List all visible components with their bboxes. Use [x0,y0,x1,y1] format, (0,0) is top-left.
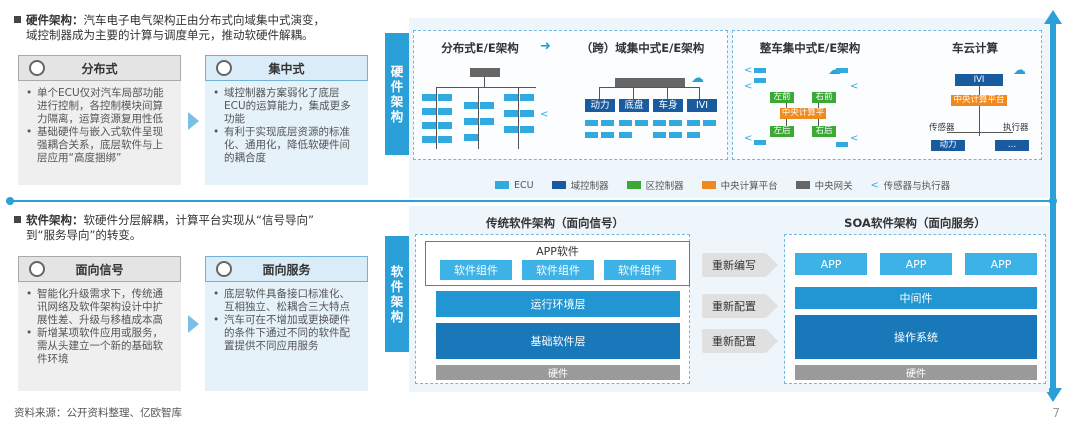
signal-bullet: 智能化升级需求下，传统通讯网络及软件架构设计中扩展性差、升级与移植成本高 [26,288,173,327]
vertical-arrow-shaft [1050,22,1056,392]
hardware-headline: 硬件架构：汽车电子电气架构正由分布式向域集中式演变， 域控制器成为主要的计算与调… [14,13,374,43]
distributed-ee-title: 分布式E/E架构 [441,41,519,55]
distributed-title: 分布式 [81,61,118,76]
soa-app: APP [795,253,867,275]
distributed-bullet: 基础硬件与嵌入式软件呈现强耦合关系，底层软件与上层应用“高度捆绑” [26,126,173,165]
reconfigure-label: 重新配置 [702,294,778,318]
distributed-ee-diagram: < [418,62,558,154]
other-block: … [995,140,1029,151]
domain-ee-diagram: ☁ 动力 底盘 车身 IVI [585,62,725,154]
signal-bullet: 新增某项软件应用或服务，需从头建立一个新的基础软件环境 [26,327,173,366]
domain-ee-title: （跨）域集中式E/E架构 [580,41,705,55]
cloud-icon: ☁ [1013,63,1026,78]
sensor-actuator-icon: < [540,109,549,120]
service-bullet: 汽车可在不增加或更换硬件的条件下通过不同的软件配置提供不同应用服务 [213,314,360,353]
legend: ECU 域控制器 区控制器 中央计算平台 中央网关 <传感器与执行器 [495,178,968,192]
actuator-label: 执行器 [1003,123,1029,133]
page-number: 7 [1052,406,1060,420]
rewrite-label: 重新编写 [702,253,778,277]
zone-controller: 左前 [770,92,794,103]
sensor-actuator-icon: < [850,81,859,92]
legend-zone-swatch [626,181,641,189]
sensor-label: 传感器 [929,123,955,133]
software-headline: 软件架构：软硬件分层解耦，计算平台实现从“信号导向” 到“服务导向”的转变。 [14,213,384,243]
software-component: 软件组件 [440,260,512,280]
hardware-side-label: 硬 件 架 构 [385,33,409,155]
vehicle-ee-diagram: ☁ < < < < < 左前 右前 中央计算平台 左后 右后 [740,60,865,155]
traditional-title: 传统软件架构（面向信号） [486,216,624,230]
domain-controller: 底盘 [619,99,649,112]
service-card: 面向服务 底层软件具备接口标准化、互相独立、松耦合三大特点 汽车可在不增加或更换… [205,256,368,391]
circle-icon [29,60,45,76]
central-platform: 中央计算平台 [780,108,826,129]
arrow-right-icon [188,315,199,333]
gateway-block [615,78,685,87]
ivi-block: IVI [955,74,1003,86]
legend-cpu-swatch [701,181,716,189]
sensor-actuator-icon: < [744,65,753,76]
traditional-hardware-layer: 硬件 [436,365,680,380]
circle-icon [216,60,232,76]
cloud-ee-title: 车云计算 [952,41,998,55]
software-component: 软件组件 [604,260,676,280]
power-block: 动力 [931,140,965,151]
soa-app: APP [965,253,1037,275]
service-title: 面向服务 [262,262,311,277]
cloud-central-platform: 中央计算平台 [951,95,1007,106]
cloud-icon: ☁ [691,71,704,86]
domain-controller: 动力 [585,99,615,112]
gateway-block [470,68,500,77]
service-bullet: 底层软件具备接口标准化、互相独立、松耦合三大特点 [213,288,360,314]
sensor-actuator-icon: < [744,133,753,144]
basic-software-layer: 基础软件层 [436,323,680,359]
middleware-layer: 中间件 [795,287,1037,309]
soa-hardware-layer: 硬件 [795,365,1037,380]
sensor-actuator-icon: < [850,133,859,144]
cloud-icon: ☁ [828,63,841,78]
legend-ecu-swatch [495,181,509,189]
arrow-right-icon: ➜ [540,39,551,54]
centralized-title: 集中式 [268,61,305,76]
distributed-card: 分布式 单个ECU仅对汽车局部功能进行控制，各控制模块间算力隔离，运算资源复用性… [18,55,181,185]
domain-controller: 车身 [653,99,683,112]
signal-title: 面向信号 [75,262,124,277]
sensor-actuator-icon: < [870,179,879,191]
sensor-actuator-icon: < [744,81,753,92]
app-software-title: APP软件 [536,245,579,258]
distributed-bullet: 单个ECU仅对汽车局部功能进行控制，各控制模块间算力隔离，运算资源复用性低 [26,87,173,126]
arrow-up-icon [1044,10,1062,24]
arrow-right-icon [188,112,199,130]
zone-controller: 左后 [770,126,794,137]
circle-icon [216,261,232,277]
legend-gateway-swatch [795,181,810,189]
zone-controller: 右后 [812,126,836,137]
bullet-square-icon [14,16,21,23]
centralized-bullet: 有利于实现底层资源的标准化、通用化，降低软硬件间的耦合度 [213,126,360,165]
circle-icon [29,261,45,277]
software-component: 软件组件 [522,260,594,280]
vehicle-ee-title: 整车集中式E/E架构 [759,41,861,55]
signal-card: 面向信号 智能化升级需求下，传统通讯网络及软件架构设计中扩展性差、升级与移植成本… [18,256,181,391]
soa-title: SOA软件架构（面向服务） [844,216,986,230]
bullet-square-icon [14,216,21,223]
legend-domain-swatch [551,181,566,189]
zone-controller: 右前 [812,92,836,103]
runtime-layer: 运行环境层 [436,291,680,317]
reconfigure-label: 重新配置 [702,329,778,353]
software-side-label: 软 件 架 构 [385,236,409,352]
domain-controller: IVI [687,99,717,112]
os-layer: 操作系统 [795,315,1037,359]
soa-app: APP [880,253,952,275]
source-note: 资料来源：公开资料整理、亿欧智库 [14,407,182,419]
centralized-card: 集中式 域控制器方案弱化了底层ECU的运算能力，集成更多功能 有利于实现底层资源… [205,55,368,185]
section-divider [10,200,1055,202]
divider-dot [6,197,14,205]
cloud-ee-diagram: ☁ IVI 中央计算平台 传感器 执行器 动力 … [925,60,1035,155]
centralized-bullet: 域控制器方案弱化了底层ECU的运算能力，集成更多功能 [213,87,360,126]
